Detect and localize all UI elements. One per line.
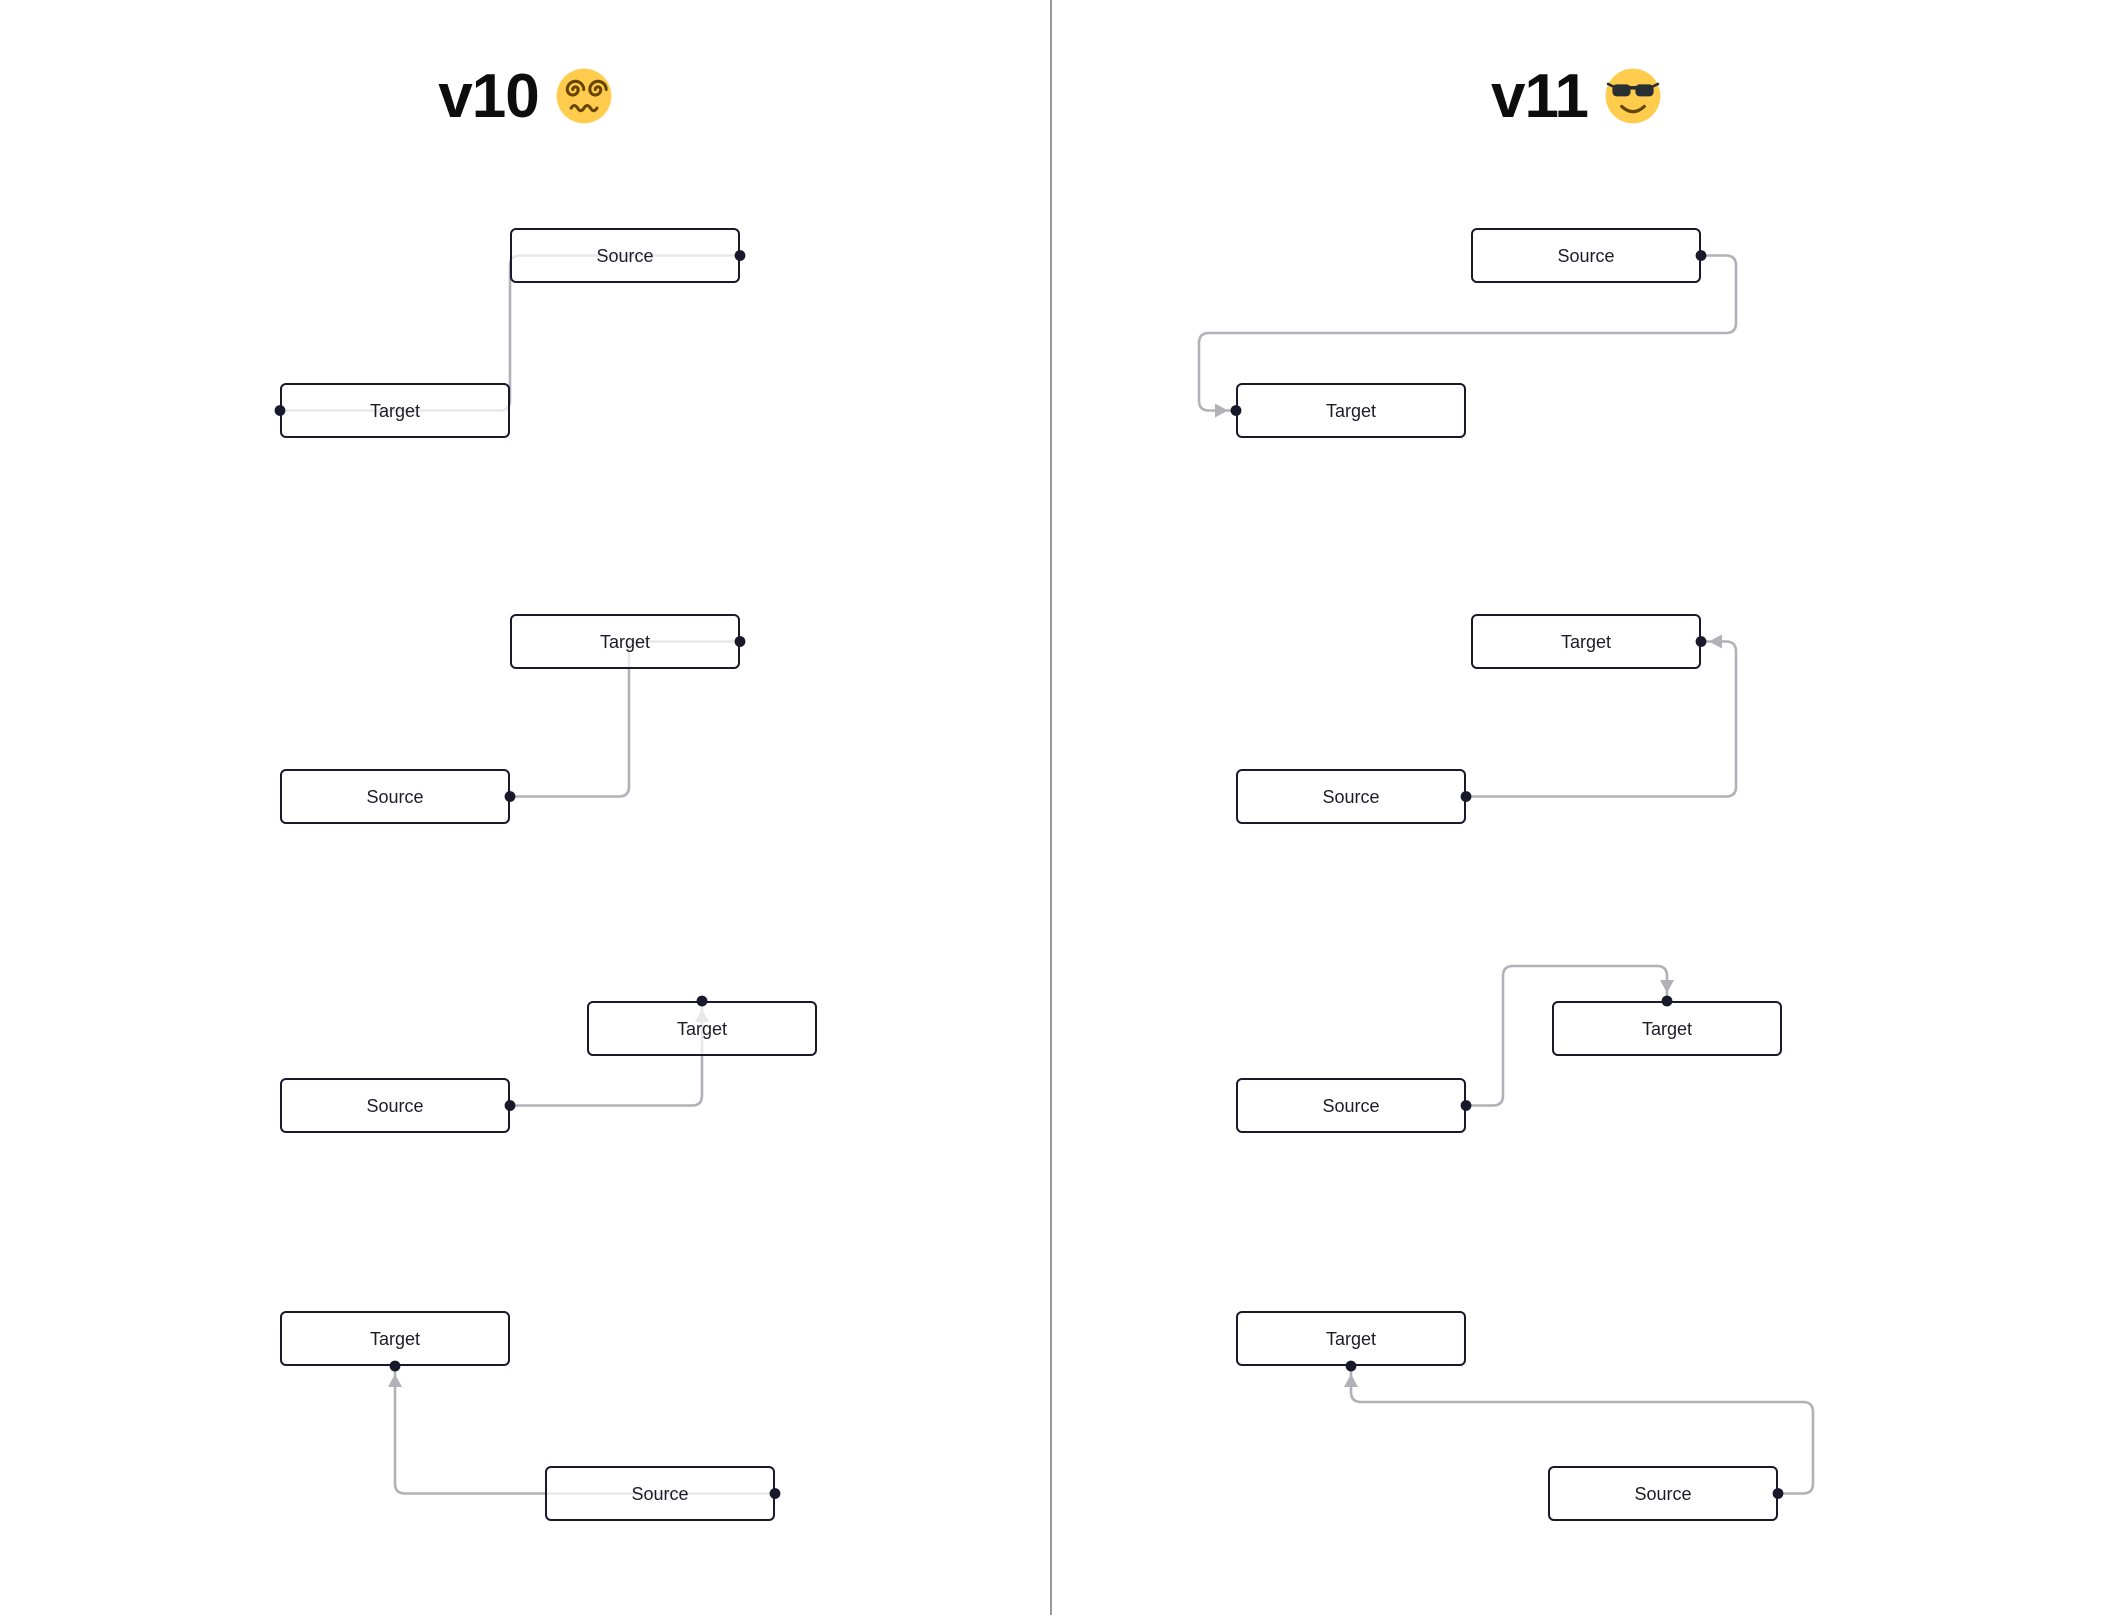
node-label: Target [1325,1328,1377,1349]
panel-title-v10: v10 [0,58,1051,134]
edge-v11-edge-4[interactable] [1349,1366,1815,1495]
node-target-v10-4-target[interactable]: Target [280,1311,510,1366]
sunglasses-face-emoji [1605,68,1661,124]
node-source-v10-3-source[interactable]: Source [280,1078,510,1133]
node-source-v10-2-source[interactable]: Source [280,769,510,824]
connection-handle-left[interactable] [274,405,286,416]
connection-handle-bottom[interactable] [389,1360,401,1372]
edge-v10-edge-4[interactable] [393,1366,775,1495]
node-target-v11-2-target[interactable]: Target [1471,614,1701,669]
node-label: Target [369,400,421,421]
connection-handle-right[interactable] [734,636,746,647]
node-label: Source [596,245,654,266]
node-label: Source [1322,1095,1380,1116]
panel-title-text: v11 [1490,61,1589,131]
connection-handle-top[interactable] [696,995,708,1007]
node-label: Target [369,1328,421,1349]
connection-handle-right[interactable] [734,250,746,261]
dizzy-face-emoji [556,68,612,124]
connection-handle-right[interactable] [769,1488,781,1499]
node-label: Source [1322,786,1380,807]
node-label: Target [599,631,651,652]
node-label: Target [1560,631,1612,652]
node-label: Target [1325,400,1377,421]
node-source-v10-1-source[interactable]: Source [510,228,740,283]
connection-handle-right[interactable] [1695,250,1707,261]
node-target-v10-3-target[interactable]: Target [587,1001,817,1056]
connection-handle-right[interactable] [504,791,516,802]
connection-handle-right[interactable] [1772,1488,1784,1499]
node-source-v10-4-source[interactable]: Source [545,1466,775,1521]
node-source-v11-1-source[interactable]: Source [1471,228,1701,283]
panel-title-v11: v11 [1051,58,2102,134]
node-target-v11-3-target[interactable]: Target [1552,1001,1782,1056]
connection-handle-left[interactable] [1230,405,1242,416]
node-target-v11-4-target[interactable]: Target [1236,1311,1466,1366]
node-label: Source [1634,1483,1692,1504]
panel-divider [1050,0,1052,1615]
node-label: Source [1557,245,1615,266]
node-target-v11-1-target[interactable]: Target [1236,383,1466,438]
node-label: Target [1641,1018,1693,1039]
node-label: Source [631,1483,689,1504]
node-source-v11-4-source[interactable]: Source [1548,1466,1778,1521]
node-label: Source [366,786,424,807]
connection-handle-bottom[interactable] [1345,1360,1357,1372]
node-target-v10-2-target[interactable]: Target [510,614,740,669]
edge-v11-edge-1[interactable] [1197,254,1738,412]
edge-v11-edge-2[interactable] [1466,640,1738,798]
connection-handle-top[interactable] [1661,995,1673,1007]
node-target-v10-1-target[interactable]: Target [280,383,510,438]
edge-v11-edge-3[interactable] [1466,964,1669,1107]
connection-handle-right[interactable] [1695,636,1707,647]
connection-handle-right[interactable] [504,1100,516,1111]
panel-title-text: v10 [438,61,539,131]
connection-handle-right[interactable] [1460,1100,1472,1111]
node-source-v11-3-source[interactable]: Source [1236,1078,1466,1133]
edge-v10-edge-3[interactable] [510,1001,704,1107]
node-source-v11-2-source[interactable]: Source [1236,769,1466,824]
node-label: Source [366,1095,424,1116]
node-label: Target [676,1018,728,1039]
connection-handle-right[interactable] [1460,791,1472,802]
